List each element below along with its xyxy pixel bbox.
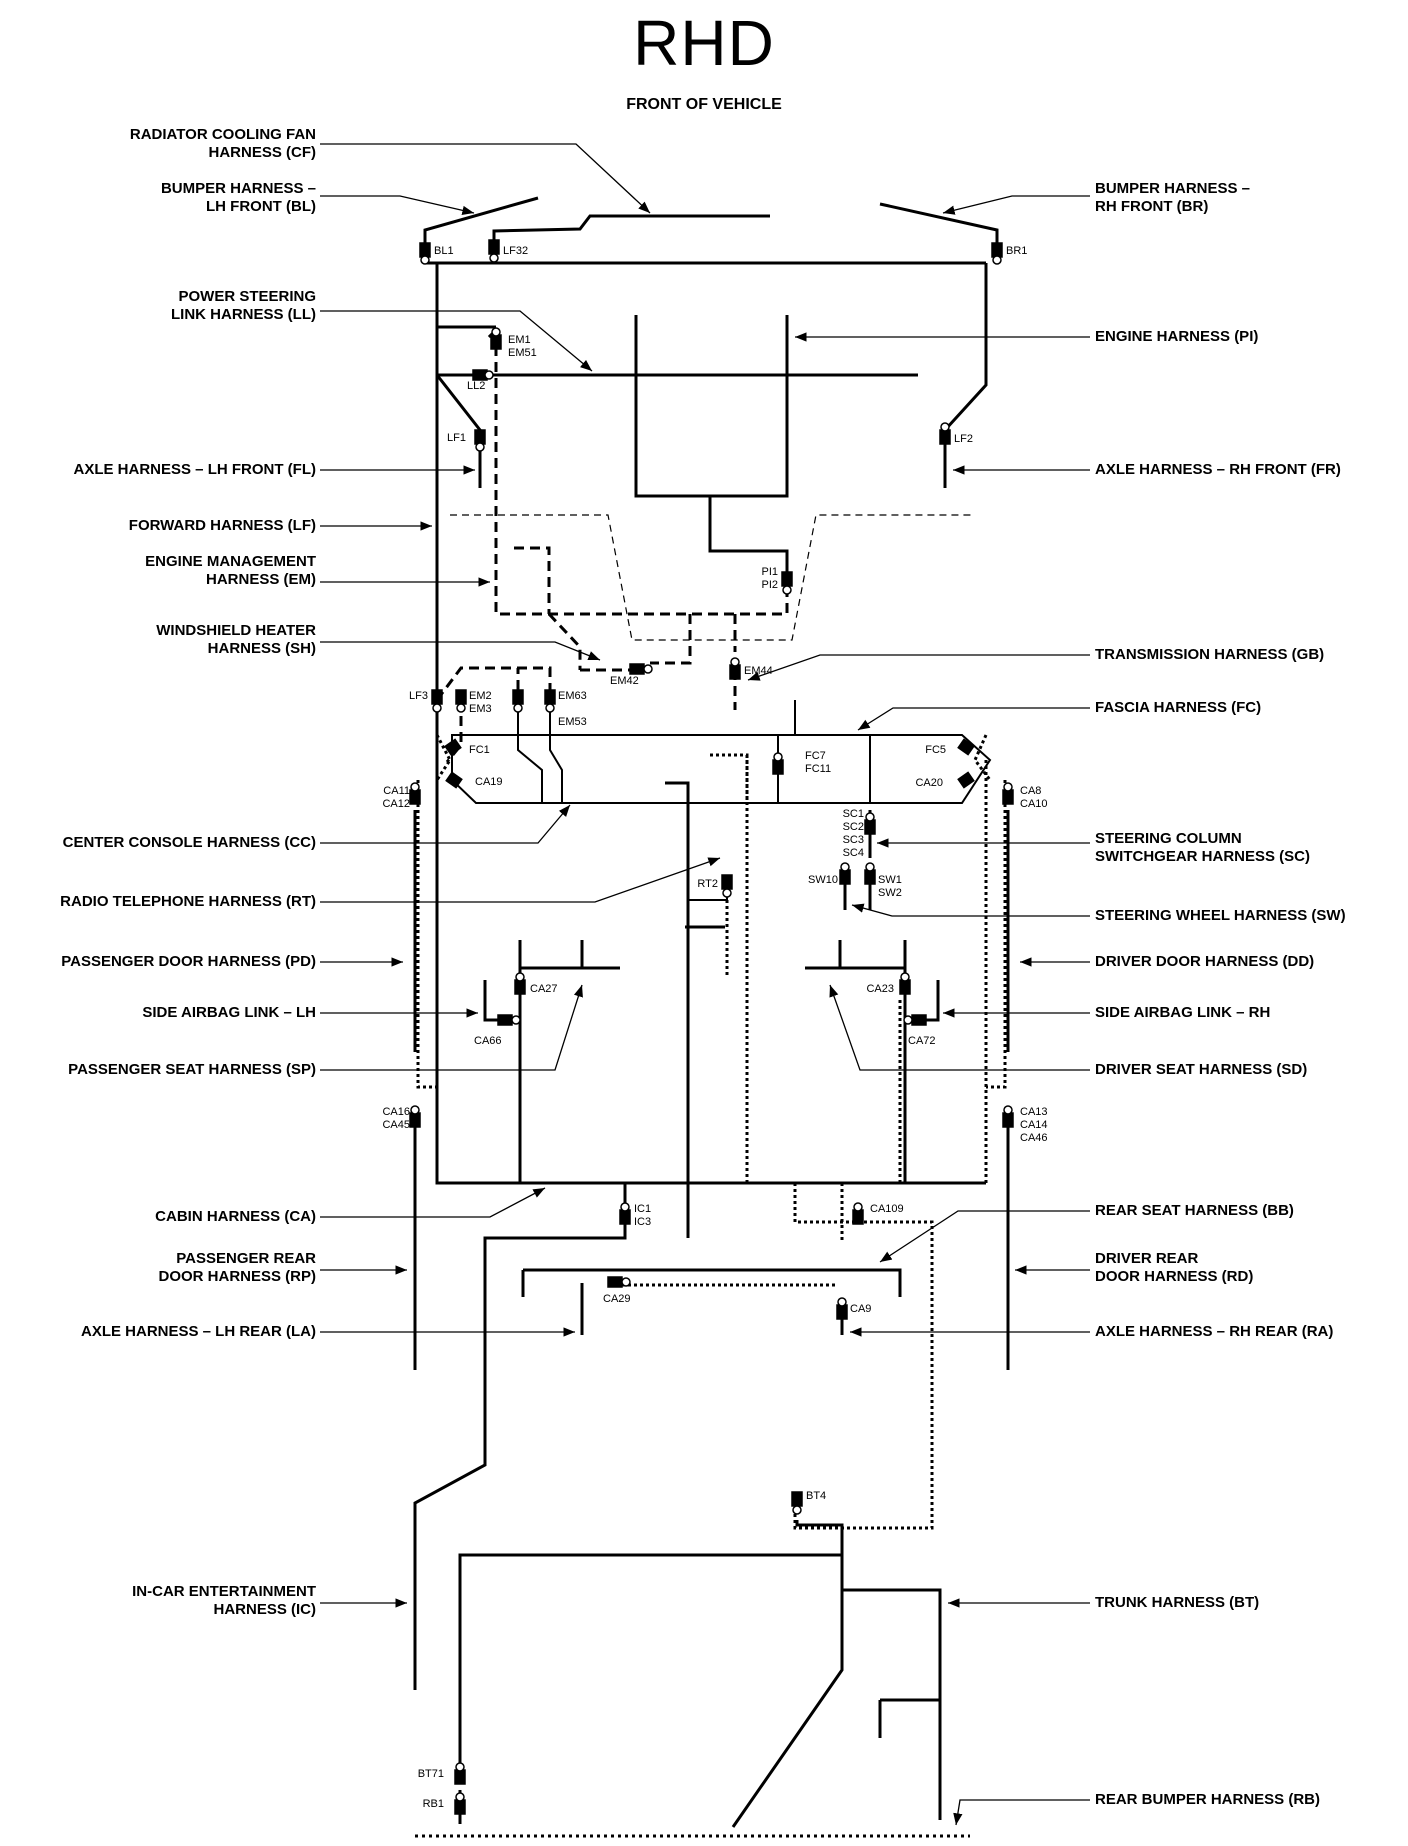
trunk-harness [458, 1520, 942, 1828]
label-rear-seat-harness: REAR SEAT HARNESS (BB) [1095, 1202, 1294, 1219]
fascia-harness [451, 700, 992, 804]
label-radio-telephone-harness: RADIO TELEPHONE HARNESS (RT) [60, 893, 316, 910]
center-console-harness [665, 781, 725, 1238]
label-axle-harness-rh-front: AXLE HARNESS – RH FRONT (FR) [1095, 461, 1341, 478]
connector-bt4: BT4 [806, 1490, 827, 1502]
in-car-entertainment-harness [413, 1183, 902, 1690]
connector-fc5: FC5 [925, 744, 946, 756]
label-side-airbag-link-rh: SIDE AIRBAG LINK – RH [1095, 1004, 1271, 1021]
connector-sw10: SW10 [808, 874, 838, 886]
diagram-title: RHD [633, 7, 775, 79]
connector-ca23: CA23 [866, 983, 894, 995]
label-side-airbag-link-lh: SIDE AIRBAG LINK – LH [142, 1004, 316, 1021]
label-axle-harness-rh-rear: AXLE HARNESS – RH REAR (RA) [1095, 1323, 1334, 1340]
connector-em42: EM42 [610, 675, 639, 687]
connector-ca109: CA109 [870, 1203, 904, 1215]
label-passenger-seat-harness: PASSENGER SEAT HARNESS (SP) [68, 1061, 316, 1078]
label-fascia-harness: FASCIA HARNESS (FC) [1095, 699, 1262, 716]
label-bumper-harness-lh-front: BUMPER HARNESS –LH FRONT (BL) [160, 180, 316, 215]
connector-em53: EM53 [558, 716, 587, 728]
connector-ll2: LL2 [467, 380, 486, 392]
label-driver-door-harness: DRIVER DOOR HARNESS (DD) [1095, 953, 1315, 970]
engine-harness [634, 315, 789, 574]
label-driver-seat-harness: DRIVER SEAT HARNESS (SD) [1095, 1061, 1308, 1078]
label-cabin-harness: CABIN HARNESS (CA) [155, 1208, 316, 1225]
label-transmission-harness: TRANSMISSION HARNESS (GB) [1095, 646, 1325, 663]
front-of-vehicle-caption: FRONT OF VEHICLE [626, 96, 782, 113]
connector-rt2: RT2 [697, 878, 718, 890]
label-rear-bumper-harness: REAR BUMPER HARNESS (RB) [1095, 1791, 1321, 1808]
connector-ca20: CA20 [915, 777, 943, 789]
label-center-console-harness: CENTER CONSOLE HARNESS (CC) [62, 834, 316, 851]
label-passenger-door-harness: PASSENGER DOOR HARNESS (PD) [61, 953, 316, 970]
label-trunk-harness: TRUNK HARNESS (BT) [1095, 1594, 1260, 1611]
engine-bay-outline [450, 514, 973, 641]
door-harnesses [413, 810, 1010, 1370]
connector-ca72: CA72 [908, 1035, 936, 1047]
connector-ca19: CA19 [475, 776, 503, 788]
connector-lf1: LF1 [447, 432, 466, 444]
connector-bt71: BT71 [417, 1768, 444, 1780]
label-leader-arrows [320, 143, 1090, 1826]
connector-lf3: LF3 [409, 690, 428, 702]
connector-br1: BR1 [1006, 245, 1028, 257]
connector-em63: EM63 [558, 690, 587, 702]
connector-bl1: BL1 [434, 245, 454, 257]
label-engine-harness: ENGINE HARNESS (PI) [1095, 328, 1259, 345]
connector-ca66: CA66 [474, 1035, 502, 1047]
label-axle-harness-lh-front: AXLE HARNESS – LH FRONT (FL) [73, 461, 317, 478]
connector-lf2: LF2 [954, 433, 973, 445]
connector-glyphs [409, 239, 1014, 1815]
connector-rb1: RB1 [422, 1798, 444, 1810]
connector-ca27: CA27 [530, 983, 558, 995]
connector-em44: EM44 [744, 665, 773, 677]
label-forward-harness: FORWARD HARNESS (LF) [128, 517, 316, 534]
cabin-harness [416, 734, 1007, 1530]
connector-ca29: CA29 [603, 1293, 631, 1305]
seat-harnesses [483, 940, 940, 1183]
label-steering-wheel-harness: STEERING WHEEL HARNESS (SW) [1095, 907, 1346, 924]
connector-fc1: FC1 [469, 744, 490, 756]
connector-lf32: LF32 [503, 245, 529, 257]
label-bumper-harness-rh-front: BUMPER HARNESS –RH FRONT (BR) [1095, 180, 1251, 215]
connector-ca9: CA9 [850, 1303, 872, 1315]
label-axle-harness-lh-rear: AXLE HARNESS – LH REAR (LA) [80, 1323, 316, 1340]
